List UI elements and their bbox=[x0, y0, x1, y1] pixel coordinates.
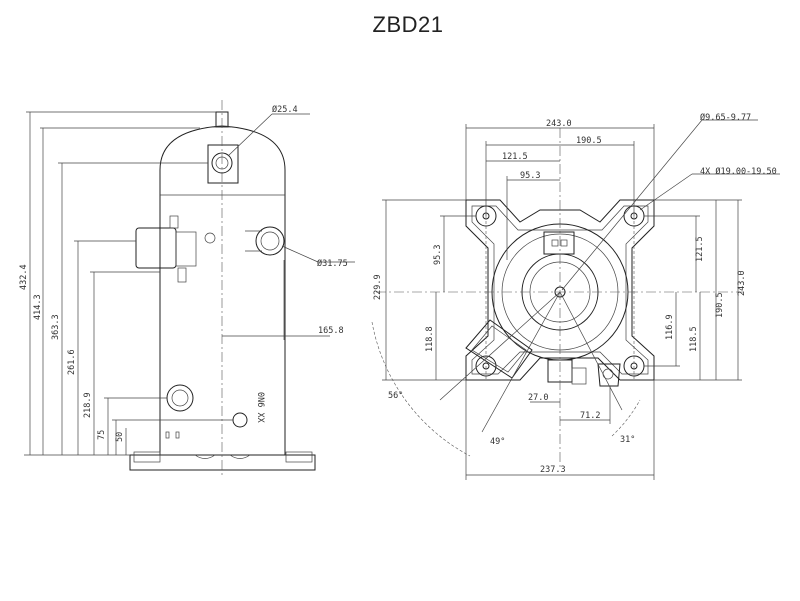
top-view: 243.0 190.5 121.5 95.3 Ø9.65-9.77 4X Ø19… bbox=[371, 112, 780, 480]
dim-414-3: 414.3 bbox=[33, 294, 43, 320]
nameplate-text: 0N6 XX bbox=[255, 392, 265, 424]
dim-237-3: 237.3 bbox=[540, 465, 566, 475]
angle-arc-31 bbox=[611, 399, 641, 437]
angle-arc-56 bbox=[371, 321, 471, 457]
suction-fitting bbox=[207, 144, 239, 184]
angle-56: 56° bbox=[388, 391, 403, 401]
dim-right-121: 121.5 bbox=[695, 236, 705, 262]
angle-31: 31° bbox=[620, 435, 635, 445]
drawing-title: ZBD21 bbox=[372, 12, 444, 37]
dim-118-8: 118.8 bbox=[425, 326, 435, 352]
side-view: 0N6 XX 165.8 Ø25.4 Ø31.75 432.4 414.3 bbox=[19, 100, 355, 478]
angle-49: 49° bbox=[490, 437, 505, 447]
dim-width-95: 95.3 bbox=[520, 171, 540, 181]
dim-165-8: 165.8 bbox=[318, 326, 344, 336]
discharge-fitting bbox=[255, 226, 285, 256]
mount-holes-label: 4X Ø19.00-19.50 bbox=[700, 166, 777, 177]
discharge-dia-label: Ø31.75 bbox=[317, 258, 348, 269]
terminal-box-top bbox=[465, 319, 533, 379]
oil-fitting bbox=[166, 384, 194, 412]
top-terminal bbox=[543, 231, 575, 255]
base-plate bbox=[129, 454, 316, 471]
dim-right-190: 190.5 bbox=[715, 292, 725, 318]
dim-50: 50 bbox=[115, 432, 125, 442]
suction-dia-label: Ø25.4 bbox=[272, 104, 298, 115]
dim-116-9: 116.9 bbox=[665, 314, 675, 340]
terminal-box bbox=[135, 227, 177, 269]
dim-229-9: 229.9 bbox=[373, 274, 383, 300]
dim-218-9: 218.9 bbox=[83, 392, 93, 418]
dim-432-4: 432.4 bbox=[19, 264, 29, 290]
dim-left-95: 95.3 bbox=[433, 245, 443, 265]
hole-dia-label: Ø9.65-9.77 bbox=[700, 112, 751, 123]
dim-width-121: 121.5 bbox=[502, 152, 528, 162]
dim-75: 75 bbox=[97, 430, 107, 440]
dim-27: 27.0 bbox=[528, 393, 548, 403]
dim-right-243: 243.0 bbox=[737, 270, 747, 296]
base-outline bbox=[465, 199, 655, 381]
suction-stub bbox=[597, 363, 621, 387]
dim-71-2: 71.2 bbox=[580, 411, 600, 421]
dim-118-5: 118.5 bbox=[689, 326, 699, 352]
dim-width-243: 243.0 bbox=[546, 119, 572, 129]
dim-363-3: 363.3 bbox=[51, 314, 61, 340]
dim-261-6: 261.6 bbox=[67, 349, 77, 375]
dim-width-190: 190.5 bbox=[576, 136, 602, 146]
